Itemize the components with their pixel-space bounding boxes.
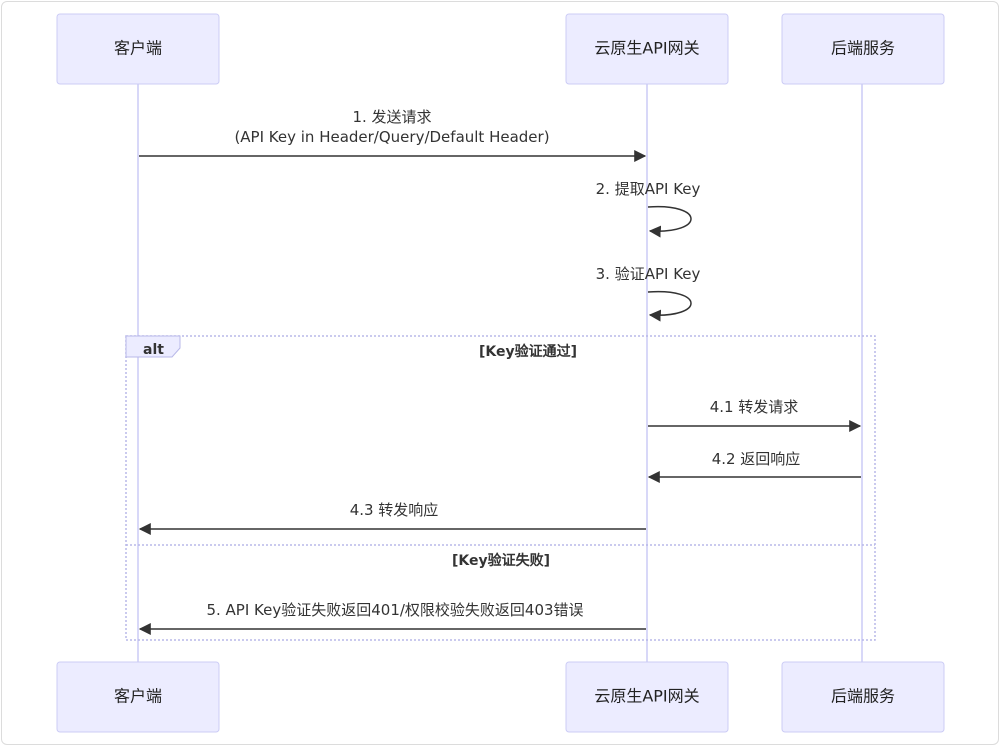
actor-gateway-bottom-label: 云原生API网关 (594, 687, 699, 706)
alt-frame-tag (125, 335, 181, 358)
actor-client-bottom: 客户端 (56, 661, 220, 733)
message-5: 5. API Key验证失败返回401/权限校验失败返回403错误 (138, 601, 646, 635)
actor-gateway-top: 云原生API网关 (565, 13, 729, 85)
message-3-label: 3. 验证API Key (596, 265, 701, 283)
message-4-2: 4.2 返回响应 (647, 450, 861, 483)
message-1-label-line2: (API Key in Header/Query/Default Header) (234, 128, 549, 146)
alt-frame-tag-label: alt (143, 342, 164, 358)
actor-client-top: 客户端 (56, 13, 220, 85)
actor-gateway-bottom-box (565, 661, 729, 733)
message-4-3-label: 4.3 转发响应 (350, 501, 439, 519)
alt-frame-border (125, 335, 876, 641)
actor-backend-top-label: 后端服务 (831, 39, 895, 58)
message-2: 2. 提取API Key (596, 180, 701, 238)
actor-gateway-top-label: 云原生API网关 (594, 39, 699, 58)
message-3: 3. 验证API Key (596, 265, 701, 322)
message-2-self-arrow (647, 205, 692, 238)
actor-backend-top: 后端服务 (781, 13, 945, 85)
alt-condition-success: [Key验证通过] (479, 343, 577, 360)
message-4-2-label: 4.2 返回响应 (712, 450, 801, 468)
message-4-1: 4.1 转发请求 (648, 398, 862, 432)
actor-backend-bottom: 后端服务 (781, 661, 945, 733)
actor-client-bottom-label: 客户端 (114, 687, 162, 706)
actor-client-top-label: 客户端 (114, 39, 162, 58)
message-1-label-line1: 1. 发送请求 (352, 108, 431, 126)
message-3-self-arrow (647, 290, 692, 322)
actor-backend-top-box (781, 13, 945, 85)
actor-backend-bottom-box (781, 661, 945, 733)
actor-backend-bottom-label: 后端服务 (831, 687, 895, 706)
actor-gateway-bottom: 云原生API网关 (565, 661, 729, 733)
actor-gateway-top-box (565, 13, 729, 85)
message-5-label: 5. API Key验证失败返回401/权限校验失败返回403错误 (206, 601, 583, 619)
message-4-1-label: 4.1 转发请求 (710, 398, 799, 416)
actor-client-top-box (56, 13, 220, 85)
alt-frame: alt [Key验证通过] [Key验证失败] (125, 335, 876, 641)
message-2-label: 2. 提取API Key (596, 180, 701, 198)
message-4-3: 4.3 转发响应 (138, 501, 646, 535)
actor-client-bottom-box (56, 661, 220, 733)
alt-condition-failure: [Key验证失败] (452, 552, 550, 569)
message-1: 1. 发送请求 (API Key in Header/Query/Default… (139, 108, 647, 162)
